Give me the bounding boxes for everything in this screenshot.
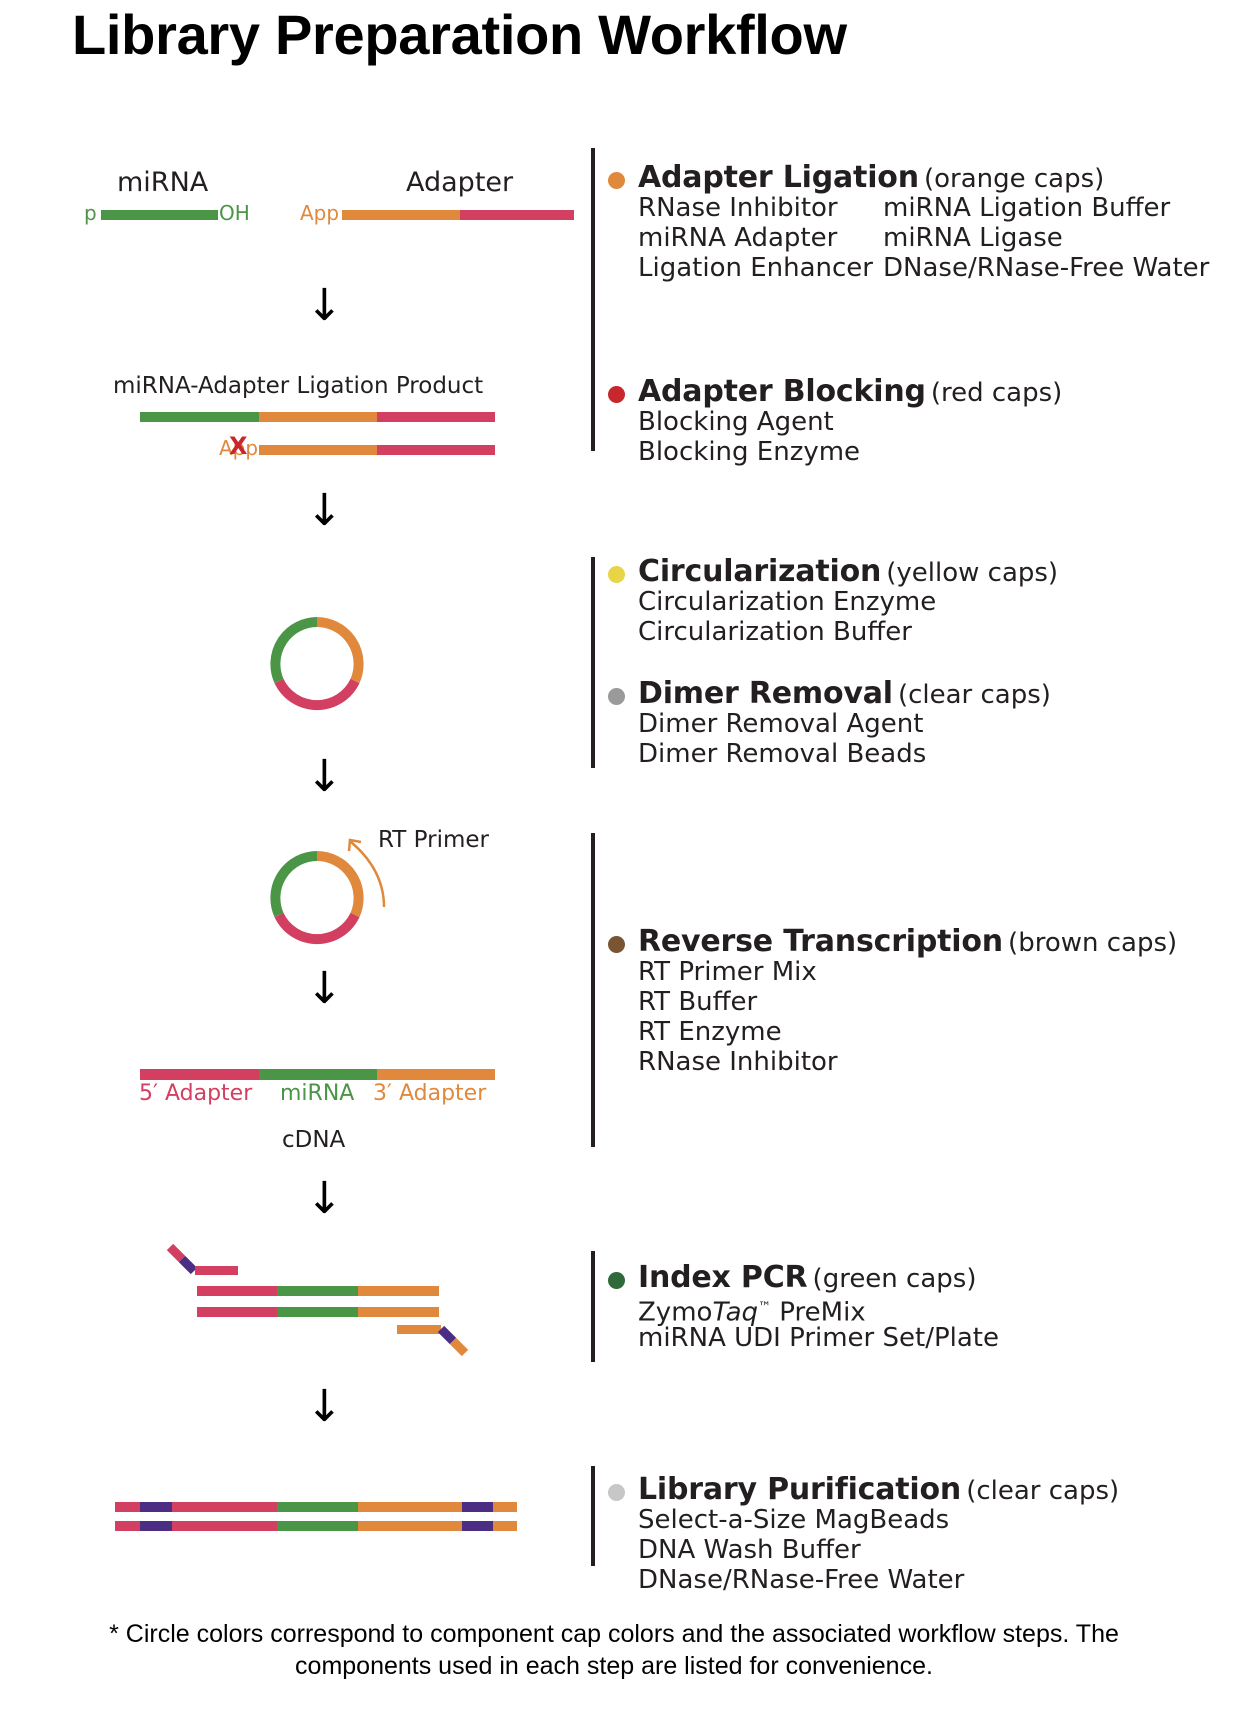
step-divider <box>591 148 595 451</box>
cdna-mirna-label: miRNA <box>280 1081 355 1106</box>
down-arrow-icon: ↓ <box>306 1381 343 1432</box>
step-name: Circularization <box>638 554 882 589</box>
final-library-bottom <box>115 1521 517 1531</box>
rt-primer-label: RT Primer <box>378 827 489 853</box>
component-item: miRNA Ligase <box>883 223 1063 253</box>
workflow-diagram <box>101 210 574 1531</box>
final-library-top <box>115 1502 517 1512</box>
step-caps: (brown caps) <box>1008 928 1178 958</box>
component-item: miRNA UDI Primer Set/Plate <box>638 1323 999 1353</box>
down-arrow-icon: ↓ <box>306 280 343 331</box>
circular-template <box>270 851 364 945</box>
three-prime-adapter-label: 3′ Adapter <box>373 1081 487 1106</box>
yellow-cap-dot-icon <box>608 566 625 583</box>
step-caps: (orange caps) <box>923 164 1105 194</box>
component-item: Blocking Enzyme <box>638 437 861 467</box>
down-arrow-icon: ↓ <box>306 751 343 802</box>
product-mirna-segment <box>140 412 259 422</box>
adapter-label: Adapter <box>406 167 514 198</box>
component-item: Select-a-Size MagBeads <box>638 1505 950 1535</box>
blocked-app-label: App <box>219 436 259 460</box>
component-item: Ligation Enhancer <box>638 253 873 283</box>
clear-cap-dot-icon <box>608 688 625 705</box>
product-pink-segment <box>377 412 495 422</box>
step-name: Adapter Ligation <box>638 160 919 195</box>
step-name: Dimer Removal <box>638 676 893 711</box>
step-name: Library Purification <box>638 1472 962 1507</box>
five-prime-adapter-label: 5′ Adapter <box>139 1081 253 1106</box>
component-item: RT Enzyme <box>638 1017 782 1047</box>
component-item: DNase/RNase-Free Water <box>638 1565 965 1595</box>
component-item: miRNA Ligation Buffer <box>883 193 1171 223</box>
down-arrow-icon: ↓ <box>306 1173 343 1224</box>
component-item: DNA Wash Buffer <box>638 1535 861 1565</box>
orange-cap-dot-icon <box>608 172 625 189</box>
blocked-adapter-orange <box>259 445 377 455</box>
component-item: RT Buffer <box>638 987 758 1017</box>
step-caps: (green caps) <box>812 1264 977 1294</box>
rt-primer-arrowhead <box>347 838 362 852</box>
component-item: Circularization Buffer <box>638 617 912 647</box>
phosphate-label: p <box>84 201 97 225</box>
component-item: Dimer Removal Agent <box>638 709 924 739</box>
step-divider <box>591 557 595 768</box>
product-orange-segment <box>259 412 377 422</box>
blocked-adapter-pink <box>377 445 495 455</box>
step-divider <box>591 833 595 1147</box>
cdna-pink-segment <box>140 1069 259 1080</box>
hydroxyl-label: OH <box>219 201 250 225</box>
step-divider <box>591 1466 595 1566</box>
component-item: RNase Inhibitor <box>638 1047 838 1077</box>
component-item: Circularization Enzyme <box>638 587 937 617</box>
step-caps: (clear caps) <box>897 680 1051 710</box>
red-cap-dot-icon <box>608 386 625 403</box>
cdna-orange-segment <box>377 1069 495 1080</box>
cdna-label: cDNA <box>282 1127 346 1153</box>
component-item: Dimer Removal Beads <box>638 739 927 769</box>
component-item: RT Primer Mix <box>638 957 817 987</box>
adapter-orange-segment <box>342 210 460 220</box>
ligation-product-label: miRNA-Adapter Ligation Product <box>113 373 484 399</box>
circular-product <box>270 617 364 711</box>
step-caps: (yellow caps) <box>886 558 1059 588</box>
component-item-zymotaq: ZymoTaq™ PreMix <box>638 1297 866 1328</box>
adapter-pink-segment <box>460 210 574 220</box>
step-name: Index PCR <box>638 1260 808 1295</box>
green-cap-dot-icon <box>608 1272 625 1289</box>
pcr-primers <box>166 1243 469 1357</box>
down-arrow-icon: ↓ <box>306 485 343 536</box>
brown-cap-dot-icon <box>608 936 625 953</box>
page-title: Library Preparation Workflow <box>72 3 847 66</box>
blocked-x-icon: X <box>229 432 248 460</box>
step-caps: (clear caps) <box>966 1476 1120 1506</box>
footnote: * Circle colors correspond to component … <box>109 1620 1119 1680</box>
mirna-label: miRNA <box>117 167 209 198</box>
component-item: RNase Inhibitor <box>638 193 838 223</box>
cdna-green-segment <box>259 1069 377 1080</box>
step-name: Reverse Transcription <box>638 924 1003 959</box>
step-divider <box>591 1251 595 1362</box>
step-name: Adapter Blocking <box>638 374 926 409</box>
app-label: App <box>300 201 340 225</box>
mirna-strand <box>101 210 218 220</box>
down-arrow-icon: ↓ <box>306 963 343 1014</box>
component-item: miRNA Adapter <box>638 223 838 253</box>
clear-cap-dot-icon <box>608 1484 625 1501</box>
step-caps: (red caps) <box>930 378 1063 408</box>
component-item: DNase/RNase-Free Water <box>883 253 1210 283</box>
component-item: Blocking Agent <box>638 407 834 437</box>
rt-primer-arc <box>350 841 386 908</box>
